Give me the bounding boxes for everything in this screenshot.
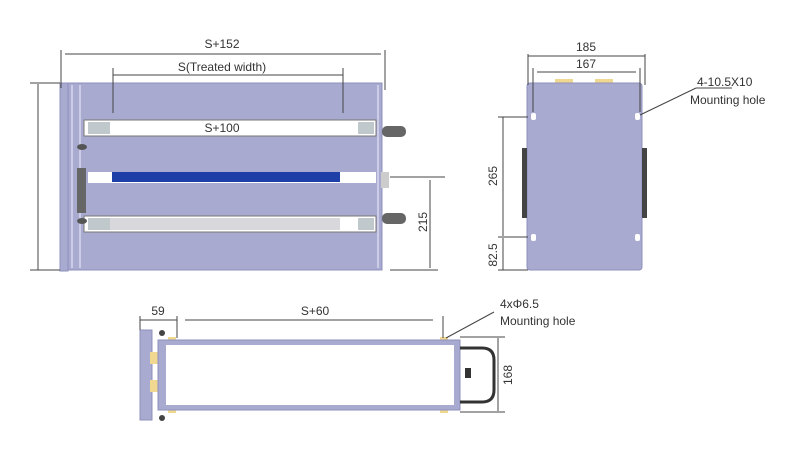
dim-depth: 168 — [501, 365, 515, 385]
electrode-bar — [112, 172, 340, 182]
dim-hole-offset: 82.5 — [486, 243, 500, 267]
bottom-view: 59 S+60 168 4xΦ6.5 Mounting hole — [139, 297, 576, 421]
knob-icon — [382, 213, 406, 224]
dim-inner-width: 167 — [576, 57, 596, 71]
side-body — [526, 82, 643, 271]
mounting-hole-icon — [635, 113, 640, 120]
dim-hole-spacing-bottom: S+60 — [301, 304, 330, 318]
roller — [110, 218, 340, 230]
mounting-hole-icon — [635, 234, 640, 241]
bottom-hole-spec: 4xΦ6.5 — [500, 297, 539, 311]
mounting-hole-icon — [531, 234, 536, 241]
bottom-hole-label: Mounting hole — [500, 314, 576, 328]
hole-label: Mounting hole — [690, 93, 766, 107]
mounting-hole-icon — [531, 113, 536, 120]
dim-overall-width: S+152 — [204, 37, 239, 51]
dim-outer-width: 185 — [576, 40, 596, 54]
bottom-window — [166, 345, 454, 405]
dim-roller-length: S+100 — [204, 121, 239, 135]
end-plate — [139, 329, 153, 421]
dim-height: 215 — [416, 212, 430, 232]
dim-hole-spacing: 265 — [486, 166, 500, 186]
hinge — [77, 168, 86, 213]
top-roller-slot — [83, 119, 377, 137]
handle-icon — [460, 346, 496, 404]
knob-icon — [382, 126, 406, 137]
dim-treated-width: S(Treated width) — [178, 60, 266, 74]
dim-left-offset: 59 — [151, 304, 165, 318]
front-view: S+152 S(Treated width) S+100 215 — [30, 37, 445, 272]
side-view: 185 167 265 82.5 4-10.5X10 Mounting hole — [486, 40, 766, 271]
left-flange — [59, 82, 69, 272]
hole-spec: 4-10.5X10 — [697, 75, 753, 89]
